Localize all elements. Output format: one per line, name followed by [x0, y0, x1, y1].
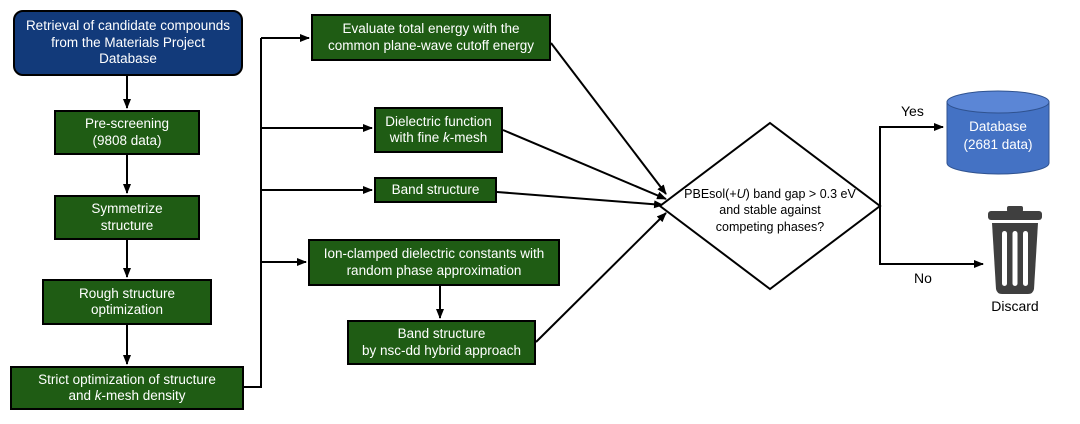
total-energy-box: Evaluate total energy with the common pl…: [311, 14, 551, 61]
strict-optimization-text-line2: and k-mesh density: [68, 388, 186, 403]
yes-label: Yes: [901, 103, 924, 119]
arrow-yes-branch: [879, 123, 944, 206]
decision-text-line2: and stable against: [719, 203, 821, 218]
arrow-band-to-decision: [496, 191, 664, 209]
decision-text: PBEsol(+U) band gap > 0.3 eV and stable …: [672, 186, 868, 235]
database-label-line2: (2681 data): [963, 136, 1033, 152]
no-label: No: [914, 270, 932, 286]
band-structure-text: Band structure: [391, 181, 480, 197]
retrieval-box: Retrieval of candidate compounds from th…: [13, 10, 243, 76]
ion-clamped-text: Ion-clamped dielectric constants with ra…: [323, 246, 545, 278]
symmetrize-box: Symmetrize structure: [54, 195, 200, 240]
prescreen-text-line1: Pre-screening: [84, 116, 170, 132]
database-cylinder-icon: [946, 90, 1050, 175]
database-label: Database (2681 data): [947, 118, 1049, 153]
retrieval-text: Retrieval of candidate compounds from th…: [25, 18, 231, 67]
decision-text-line3: competing phases?: [715, 219, 825, 234]
prescreen-box: Pre-screening (9808 data): [54, 110, 200, 155]
arrow-nsc-to-decision: [535, 212, 667, 343]
strict-optimization-box: Strict optimization of structure and k-m…: [10, 366, 244, 410]
rough-optimization-text: Rough structure optimization: [78, 285, 176, 317]
branch-trunk: [244, 38, 262, 388]
rough-optimization-box: Rough structure optimization: [42, 279, 212, 325]
decision-diamond: [658, 121, 882, 291]
arrow-no-branch: [879, 206, 984, 268]
dielectric-function-box: Dielectric function with fine k-mesh: [374, 107, 503, 153]
discard-label: Discard: [991, 298, 1039, 314]
arrow-energy-to-decision: [550, 42, 667, 195]
band-nsc-text-line1: Band structure: [397, 326, 486, 342]
database-label-line1: Database: [969, 119, 1027, 134]
ion-clamped-box: Ion-clamped dielectric constants with ra…: [308, 239, 560, 286]
symmetrize-text: Symmetrize structure: [91, 201, 163, 233]
total-energy-text: Evaluate total energy with the common pl…: [327, 21, 535, 53]
strict-optimization-text-line1: Strict optimization of structure: [38, 371, 216, 387]
band-nsc-text-line2: by nsc-dd hybrid approach: [361, 342, 522, 358]
band-structure-box: Band structure: [374, 177, 497, 203]
decision-text-line1: PBEsol(+U) band gap > 0.3 eV: [684, 187, 856, 201]
dielectric-function-text-line2: with fine k-mesh: [389, 130, 488, 145]
trash-can-icon: [988, 206, 1042, 294]
arrow-dielectric-to-decision: [502, 129, 667, 200]
prescreen-text-line2: (9808 data): [92, 132, 162, 148]
dielectric-function-text-line1: Dielectric function: [385, 113, 492, 129]
band-nsc-box: Band structure by nsc-dd hybrid approach: [347, 320, 536, 365]
